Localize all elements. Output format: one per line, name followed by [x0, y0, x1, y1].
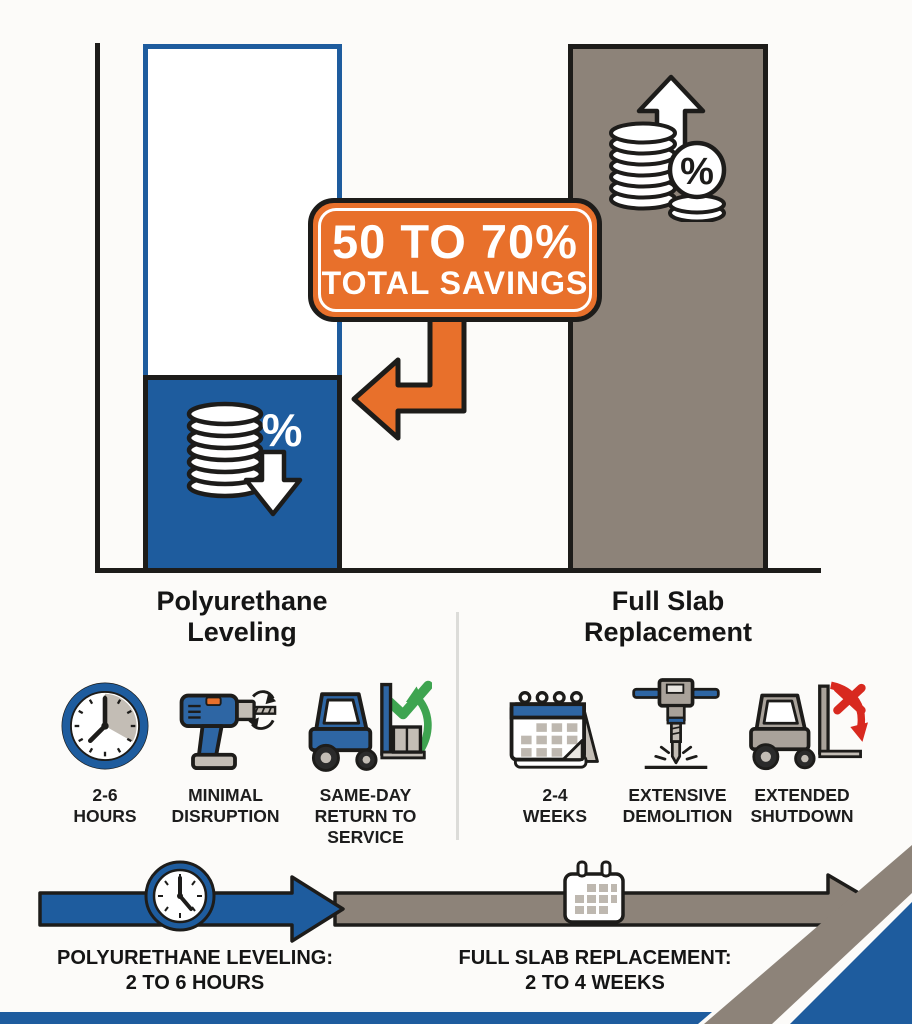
bar-polyurethane-fill: %	[143, 375, 342, 573]
clock-icon	[61, 682, 149, 770]
feature-label-hours: 2-6 HOURS	[73, 785, 137, 826]
savings-callout: 50 TO 70% TOTAL SAVINGS	[308, 198, 602, 322]
bar-polyurethane-leveling: %	[143, 44, 342, 573]
savings-range: 50 TO 70%	[332, 215, 578, 268]
percent-glyph: %	[262, 404, 303, 456]
forklift-shutdown-icon	[749, 681, 868, 771]
coins-percent-up-icon: %	[609, 74, 727, 222]
y-axis	[95, 43, 100, 573]
feature-label-shutdown: EXTENDED SHUTDOWN	[750, 785, 854, 826]
coins-percent-down-icon: %	[186, 401, 303, 517]
callout-inner-border	[318, 208, 592, 312]
feature-label-demolition: EXTENSIVE DEMOLITION	[622, 785, 733, 826]
feature-label-same-day: SAME-DAY RETURN TO SERVICE	[314, 785, 417, 847]
timeline	[38, 860, 888, 945]
x-axis	[95, 568, 821, 573]
green-check-icon	[384, 680, 432, 720]
label-full-slab-replacement: Full Slab Replacement	[583, 586, 753, 648]
jackhammer-icon	[632, 678, 720, 770]
feature-label-weeks: 2-4 WEEKS	[522, 785, 588, 826]
savings-caption: TOTAL SAVINGS	[321, 265, 589, 301]
calendar-icon	[509, 691, 599, 769]
percent-glyph: %	[680, 151, 714, 193]
drill-icon	[179, 690, 277, 770]
timeline-label-full-slab: FULL SLAB REPLACEMENT: 2 TO 4 WEEKS	[458, 947, 732, 994]
feature-label-disruption: MINIMAL DISRUPTION	[171, 785, 280, 826]
red-x-icon	[833, 683, 866, 715]
label-polyurethane-leveling: Polyurethane Leveling	[156, 586, 328, 648]
timeline-label-polyurethane: POLYURETHANE LEVELING: 2 TO 6 HOURS	[57, 947, 333, 994]
timeline-clock-icon	[144, 860, 216, 932]
forklift-same-day-icon	[308, 680, 432, 772]
timeline-calendar-icon	[563, 860, 625, 924]
footer-band	[0, 1012, 712, 1024]
section-divider	[456, 612, 459, 840]
callout-arrow-icon	[351, 309, 467, 441]
down-arrow-icon	[243, 449, 303, 517]
bar-full-slab-replacement: %	[568, 44, 768, 573]
